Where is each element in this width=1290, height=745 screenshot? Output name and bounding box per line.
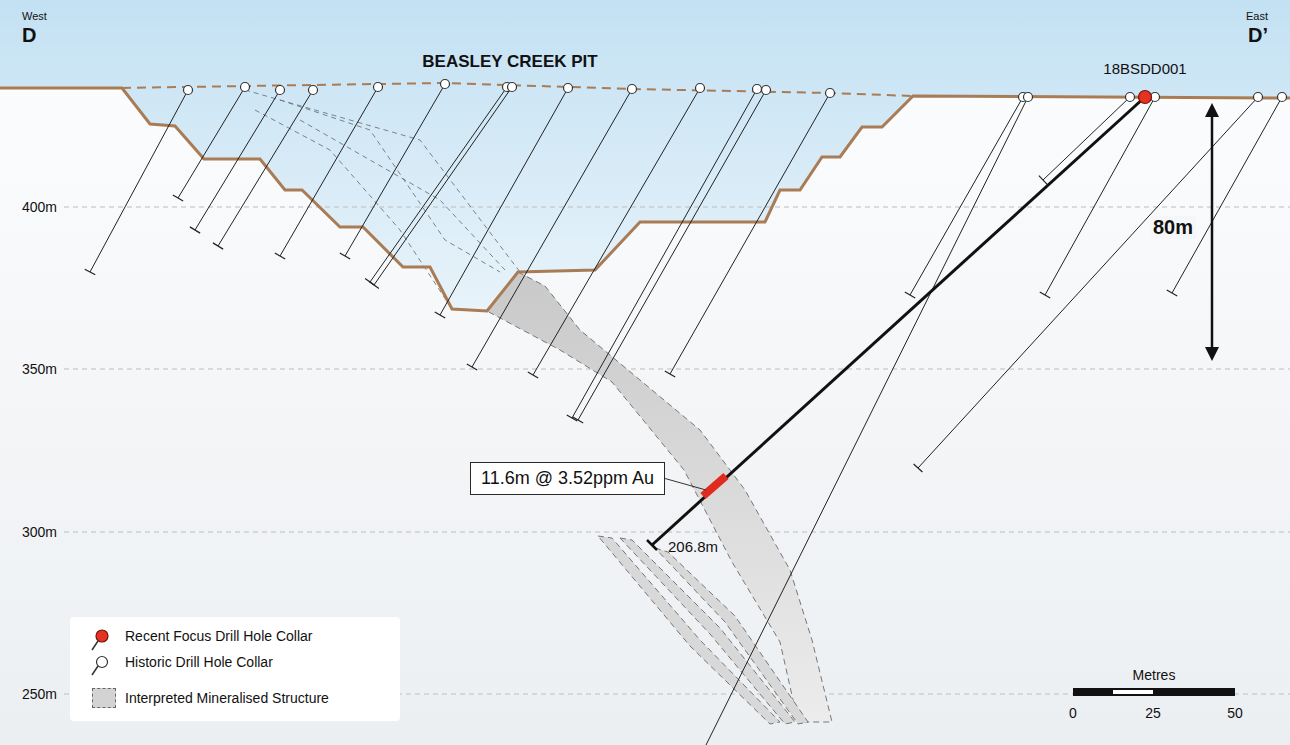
direction-label: East — [1246, 10, 1268, 23]
drill-hole — [1043, 97, 1130, 180]
drill-hole — [374, 87, 512, 285]
drill-hole — [918, 97, 1258, 468]
hole-end-tick — [173, 195, 183, 201]
drill-hole — [472, 89, 632, 367]
section-letter: D — [22, 24, 36, 47]
legend-panel — [70, 617, 400, 721]
hole-end-tick — [914, 464, 923, 472]
drill-hole — [533, 88, 700, 375]
ground — [0, 88, 1290, 745]
legend-text: Recent Focus Drill Hole Collar — [125, 628, 313, 644]
hole-end-tick — [369, 282, 379, 289]
drill-hole — [1172, 97, 1282, 293]
drill-hole — [195, 90, 280, 230]
elevation-label: 400m — [22, 199, 57, 215]
drill-hole — [670, 93, 830, 374]
historic-collar — [564, 84, 573, 93]
hole-depth: 206.8m — [668, 538, 718, 555]
legend-text: Interpreted Mineralised Structure — [125, 690, 329, 706]
historic-collar — [441, 80, 450, 89]
hole-end-tick — [467, 364, 477, 370]
intercept — [703, 476, 726, 496]
interpreted-structure-trace — [245, 90, 520, 309]
drill-hole — [706, 97, 1028, 745]
scale-number: 0 — [1069, 705, 1077, 721]
scale-title: Metres — [1133, 667, 1176, 683]
scale-number: 25 — [1145, 705, 1161, 721]
hole-end-tick — [275, 253, 285, 259]
hole-end-tick — [85, 269, 96, 275]
historic-collar — [1024, 93, 1033, 102]
scale-bar — [1073, 688, 1235, 696]
focus-drill-hole — [647, 91, 1152, 551]
mineralised-structure — [487, 272, 832, 722]
callout-text: 11.6m @ 3.52ppm Au — [481, 468, 654, 489]
historic-collar — [508, 83, 517, 92]
hole-end-tick — [1167, 290, 1177, 296]
historic-collar — [696, 84, 705, 93]
hole-end-tick — [340, 253, 350, 259]
historic-collar — [1254, 93, 1263, 102]
drill-hole — [345, 84, 445, 256]
drill-hole — [178, 87, 245, 198]
hole-end-tick — [905, 292, 915, 298]
hole-end-tick — [1040, 292, 1050, 298]
callout-leader — [665, 479, 706, 491]
elevation-label: 350m — [22, 361, 57, 377]
pit-name: BEASLEY CREEK PIT — [422, 52, 597, 72]
hole-end-tick — [1039, 176, 1047, 185]
hole-id: 18BSDD001 — [1103, 60, 1186, 77]
scale-number: 50 — [1227, 705, 1243, 721]
drill-hole — [90, 90, 188, 272]
historic-collar — [374, 83, 383, 92]
elevation-label: 300m — [22, 524, 57, 540]
legend-swatch — [92, 688, 116, 708]
hole-end-tick — [435, 312, 445, 318]
direction-label: West — [22, 10, 47, 23]
historic-collar — [628, 85, 637, 94]
legend-icons — [92, 630, 108, 675]
drill-hole — [440, 88, 568, 315]
depth-arrow — [1205, 103, 1219, 361]
drill-hole — [280, 87, 378, 256]
drill-hole — [572, 89, 757, 418]
hole-end-tick — [528, 372, 538, 378]
assay-callout: 11.6m @ 3.52ppm Au — [470, 462, 665, 495]
hole-end-tick — [573, 417, 583, 423]
elevation-label: 250m — [22, 686, 57, 702]
drill-hole — [1045, 97, 1155, 295]
drill-hole — [370, 87, 507, 282]
drill-hole — [218, 90, 313, 246]
pit-outline — [0, 88, 1290, 311]
historic-collar — [753, 85, 762, 94]
hole-end-tick — [213, 243, 223, 249]
hole-end-tick — [190, 227, 200, 233]
historic-collar — [1126, 93, 1135, 102]
historic-collar — [241, 83, 250, 92]
drill-hole — [910, 97, 1023, 295]
historic-collar — [184, 86, 193, 95]
historic-collar — [276, 86, 285, 95]
depth-dimension: 80m — [1150, 216, 1196, 239]
historic-collar — [309, 86, 318, 95]
hole-end-tick — [665, 371, 675, 377]
mineralised-splays — [598, 536, 808, 724]
legend-text: Historic Drill Hole Collar — [125, 654, 273, 670]
section-letter: D’ — [1248, 24, 1268, 47]
historic-collar — [826, 89, 835, 98]
historic-collar — [762, 86, 771, 95]
historic-collar — [1278, 93, 1287, 102]
